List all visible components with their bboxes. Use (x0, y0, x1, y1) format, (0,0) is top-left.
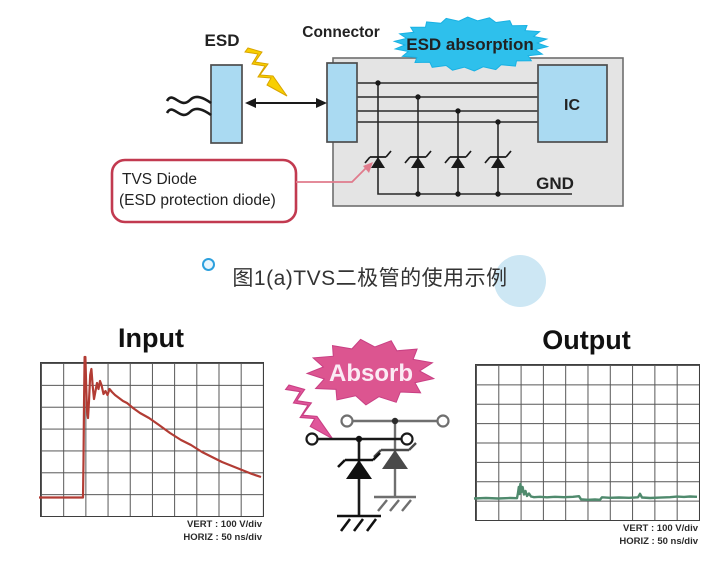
output-scope-settings: VERT : 100 V/div HORIZ : 50 ns/div (475, 522, 698, 548)
discharge-arrow (245, 98, 327, 108)
input-waveform (39, 355, 262, 499)
esd-absorption-label: ESD absorption (406, 35, 534, 54)
tvs-callout-line1: TVS Diode (122, 171, 197, 188)
output-vert-setting: VERT : 100 V/div (623, 523, 698, 534)
input-vert-setting: VERT : 100 V/div (187, 519, 262, 530)
tvs-diode-branch-black (337, 439, 381, 532)
input-chart-title: Input (118, 323, 184, 353)
output-waveform (473, 482, 698, 501)
lower-signal-wire (305, 432, 414, 446)
terminal-circle (340, 414, 354, 428)
ground-symbol-black (337, 514, 381, 532)
tvs-application-diagram: ESD absorption ESD Connector IC GND TVS … (110, 16, 624, 224)
input-horiz-setting: HORIZ : 50 ns/div (183, 532, 262, 543)
output-scope-chart (473, 364, 700, 521)
esd-absorption-cloud (392, 16, 550, 72)
figure-caption: 图1(a)TVS二极管的使用示例 (232, 267, 508, 290)
output-trace (473, 482, 698, 501)
absorb-label: Absorb (329, 360, 413, 387)
input-scope-chart (39, 355, 264, 517)
signal-lines (357, 82, 538, 123)
input-trace (39, 355, 262, 499)
diode-branches-and-gnd-bus (377, 83, 572, 195)
selection-handle-dot (202, 258, 215, 271)
terminal-circle (305, 432, 319, 446)
gnd-label: GND (536, 174, 574, 193)
ground-symbol-gray (374, 495, 416, 512)
callout-arrowhead (363, 162, 373, 173)
tvs-protection-circuit: Absorb (285, 338, 450, 532)
output-chart-title: Output (542, 325, 631, 355)
terminal-circle (400, 432, 414, 446)
tvs-callout-line2: (ESD protection diode) (119, 192, 276, 209)
input-scope-settings: VERT : 100 V/div HORIZ : 50 ns/div (40, 518, 262, 544)
terminal-circle (436, 414, 450, 428)
junction-dots (375, 80, 501, 197)
tvs-diode-branch-gray (373, 421, 417, 512)
connector-block (326, 62, 358, 143)
connector-label: Connector (302, 24, 380, 41)
lightning-bolt-icon (244, 47, 288, 97)
esd-source-block (210, 64, 243, 144)
text-highlight-circle (494, 255, 546, 307)
cable-squiggle-icon (165, 95, 212, 117)
ic-block (537, 64, 608, 143)
output-horiz-setting: HORIZ : 50 ns/div (619, 536, 698, 547)
pink-lightning-bolt-icon (285, 384, 334, 440)
absorb-burst (305, 338, 436, 406)
tvs-callout: TVS Diode (ESD protection diode) (110, 158, 373, 224)
ic-label: IC (564, 97, 580, 114)
upper-signal-wire (340, 414, 450, 428)
esd-label: ESD (205, 31, 240, 50)
